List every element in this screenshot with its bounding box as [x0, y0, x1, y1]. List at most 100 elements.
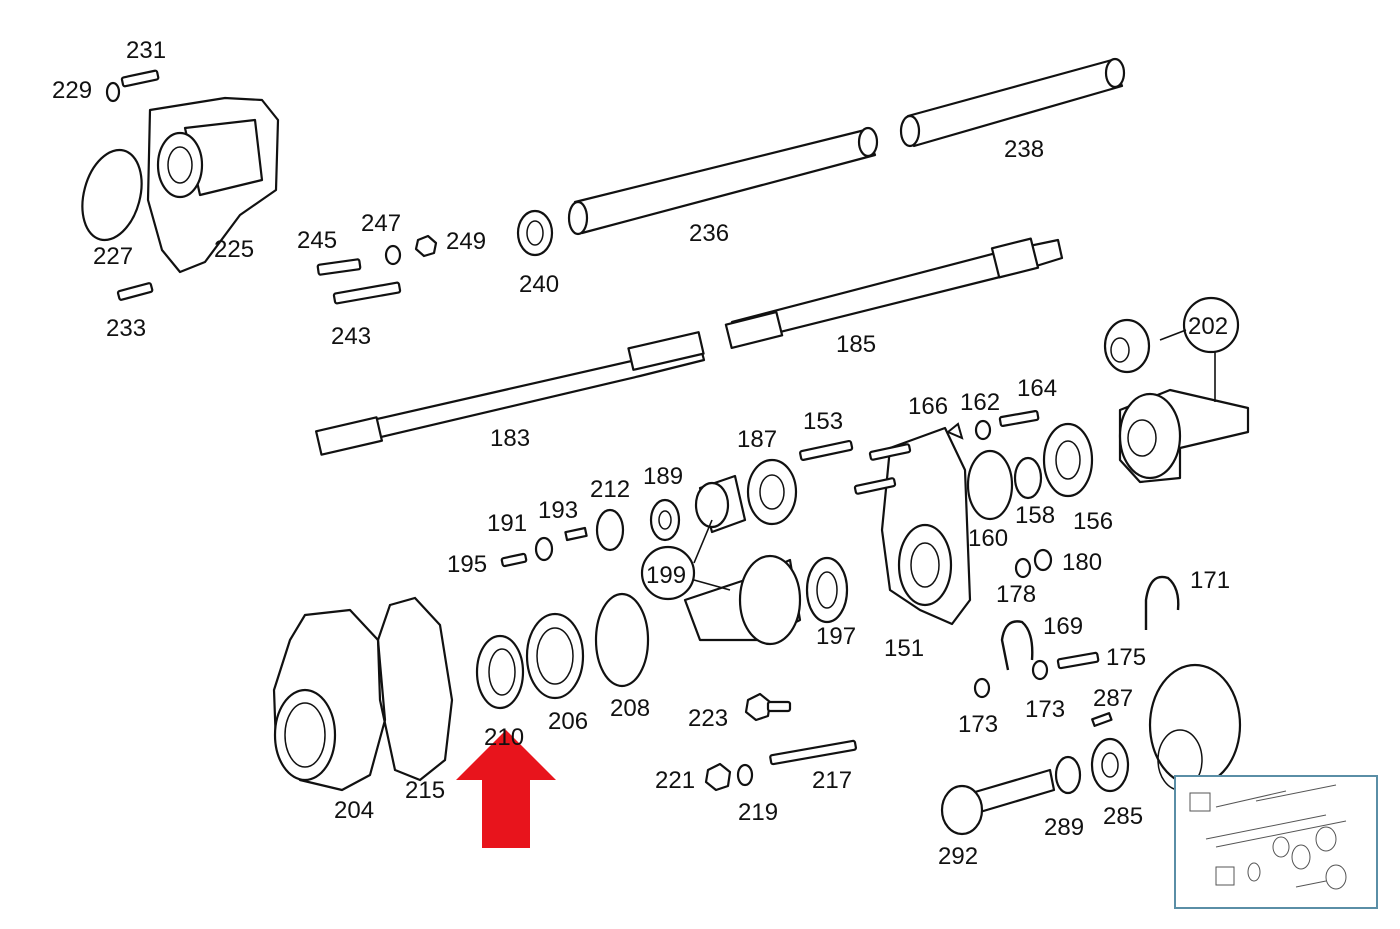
label-289: 289 — [1044, 814, 1084, 841]
part-238-tube — [899, 57, 1126, 148]
label-231: 231 — [126, 37, 166, 64]
label-180: 180 — [1062, 549, 1102, 576]
part-229-washer — [105, 81, 121, 103]
part-223-stud — [766, 700, 792, 713]
part-189-bearing — [649, 498, 681, 542]
part-204-housing — [272, 608, 387, 792]
label-160: 160 — [968, 525, 1008, 552]
part-236-tube — [567, 126, 879, 236]
part-212-ring — [595, 508, 625, 552]
part-197-bearing — [805, 556, 849, 624]
part-223-nut — [744, 692, 772, 722]
label-158: 158 — [1015, 502, 1055, 529]
label-287: 287 — [1093, 685, 1133, 712]
label-219: 219 — [738, 799, 778, 826]
part-243-bolt — [332, 281, 402, 305]
label-215: 215 — [405, 777, 445, 804]
part-227-oring — [81, 148, 143, 242]
part-labels: 231 229 227 225 233 245 247 249 243 240 … — [52, 37, 1230, 870]
part-225-housing — [146, 96, 280, 274]
label-178: 178 — [996, 581, 1036, 608]
part-193-pin — [564, 526, 588, 542]
label-238: 238 — [1004, 136, 1044, 163]
part-171-clamp — [1144, 575, 1180, 630]
label-217: 217 — [812, 767, 852, 794]
label-245: 245 — [297, 227, 337, 254]
part-245-bolt — [316, 258, 362, 276]
part-164-bolt — [998, 409, 1040, 428]
label-221: 221 — [655, 767, 695, 794]
part-166-clip — [946, 422, 964, 440]
label-187: 187 — [737, 426, 777, 453]
label-243: 243 — [331, 323, 371, 350]
part-208-ring — [594, 592, 650, 688]
part-247-nut — [384, 244, 402, 266]
label-210: 210 — [484, 724, 524, 751]
label-204: 204 — [334, 797, 374, 824]
part-285-nut — [1090, 737, 1130, 793]
label-156: 156 — [1073, 508, 1113, 535]
label-164: 164 — [1017, 375, 1057, 402]
part-169-clamp — [1000, 620, 1034, 671]
part-160-ring — [966, 449, 1014, 521]
label-197: 197 — [816, 623, 856, 650]
label-171: 171 — [1190, 567, 1230, 594]
label-233: 233 — [106, 315, 146, 342]
part-185-shaft — [724, 237, 1064, 350]
label-247: 247 — [361, 210, 401, 237]
part-210-seal — [475, 634, 525, 710]
part-292-bolt — [940, 768, 1056, 836]
part-151-housing — [853, 426, 972, 626]
label-166: 166 — [908, 393, 948, 420]
label-236: 236 — [689, 220, 729, 247]
part-158-ring — [1013, 456, 1043, 500]
part-173-nut-left — [973, 677, 991, 699]
part-156-seal — [1042, 422, 1094, 498]
label-292: 292 — [938, 843, 978, 870]
part-206-bearing — [525, 612, 585, 700]
part-287-pin — [1091, 712, 1113, 727]
label-206: 206 — [548, 708, 588, 735]
label-193: 193 — [538, 497, 578, 524]
label-183: 183 — [490, 425, 530, 452]
part-240-bushing — [516, 209, 554, 257]
label-212: 212 — [590, 476, 630, 503]
label-185: 185 — [836, 331, 876, 358]
label-225: 225 — [214, 236, 254, 263]
label-195: 195 — [447, 551, 487, 578]
part-199-gear — [640, 474, 802, 646]
label-173-left: 173 — [958, 711, 998, 738]
diagram-thumbnail[interactable] — [1174, 775, 1378, 909]
label-191: 191 — [487, 510, 527, 537]
part-173-nut-right — [1031, 659, 1049, 681]
part-202-gear — [1103, 296, 1250, 484]
part-175-bolt — [1056, 651, 1100, 670]
highlight-arrow — [456, 730, 556, 848]
leader-lines — [693, 329, 1216, 591]
part-231-bolt — [120, 69, 160, 88]
part-178-nut — [1014, 557, 1032, 579]
part-249-nut — [414, 234, 438, 258]
label-223: 223 — [688, 705, 728, 732]
part-215-gasket — [376, 596, 454, 782]
label-202: 202 — [1188, 313, 1228, 340]
label-285: 285 — [1103, 803, 1143, 830]
label-153: 153 — [803, 408, 843, 435]
label-240: 240 — [519, 271, 559, 298]
part-180-nut — [1033, 548, 1053, 572]
part-219-washer — [736, 763, 754, 787]
label-199: 199 — [646, 562, 686, 589]
label-249: 249 — [446, 228, 486, 255]
label-162: 162 — [960, 389, 1000, 416]
part-162-nut — [974, 419, 992, 441]
part-233-bolt — [116, 282, 154, 301]
part-191-nut — [534, 536, 554, 562]
part-183-shaft — [314, 331, 706, 456]
part-187-bearing — [746, 458, 798, 526]
part-217-bolt — [769, 739, 857, 766]
label-175: 175 — [1106, 644, 1146, 671]
label-173-right: 173 — [1025, 696, 1065, 723]
part-195-screw — [500, 552, 528, 568]
label-169: 169 — [1043, 613, 1083, 640]
